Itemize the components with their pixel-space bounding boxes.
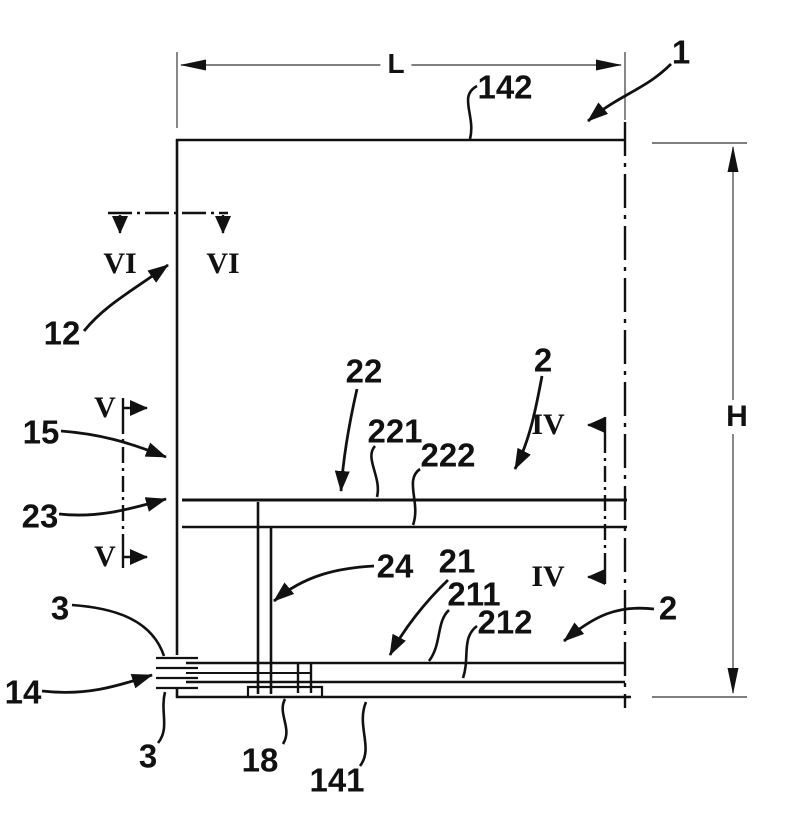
lower-rail-21 <box>186 661 625 684</box>
dimension-H <box>652 142 747 698</box>
leader-21 <box>388 578 449 656</box>
leader-24 <box>273 564 375 603</box>
wall-ticks-14 <box>156 656 198 690</box>
leader-3-bottom <box>156 691 167 744</box>
leader-142 <box>466 84 478 140</box>
main-outline <box>175 122 631 708</box>
leader-141 <box>358 701 368 767</box>
leader-14 <box>41 673 153 694</box>
upper-rail-22 <box>182 498 627 529</box>
leader-221 <box>370 445 380 498</box>
leader-arrows <box>41 63 672 694</box>
dimension-L <box>176 52 626 128</box>
foot-plate-18 <box>246 685 324 697</box>
leader-23 <box>58 497 167 517</box>
leader-22 <box>334 388 359 492</box>
foot-plate-outline <box>246 685 324 697</box>
leader-2-top <box>513 375 544 470</box>
leader-212 <box>461 624 478 679</box>
section-line-VI <box>108 211 231 234</box>
leader-squiggles <box>71 84 478 767</box>
leader-18 <box>281 698 288 745</box>
leader-3-top <box>71 603 166 657</box>
leader-2-right <box>563 606 655 643</box>
leader-211 <box>427 609 450 662</box>
section-line-V <box>121 398 148 568</box>
leader-1 <box>587 63 672 123</box>
leader-222 <box>411 467 421 526</box>
leader-12 <box>82 263 169 332</box>
leader-15 <box>60 429 167 459</box>
support-post-24 <box>256 502 313 694</box>
